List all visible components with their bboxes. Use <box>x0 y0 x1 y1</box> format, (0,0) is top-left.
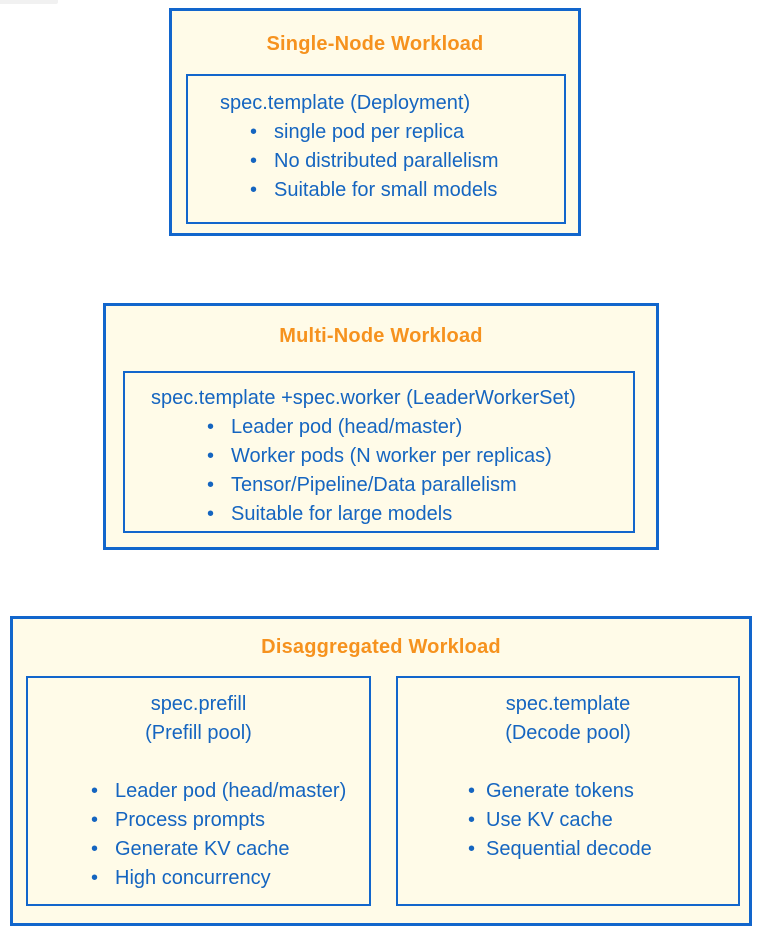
multi-node-bullet: Leader pod (head/master) <box>125 413 633 442</box>
multi-node-bullet: Worker pods (N worker per replicas) <box>125 442 633 471</box>
single-node-panel-title: Single-Node Workload <box>266 33 484 55</box>
decode-heading-line2: (Decode pool) <box>505 722 631 744</box>
multi-node-panel-title: Multi-Node Workload <box>279 325 483 347</box>
prefill-bullet: Generate KV cache <box>28 835 369 864</box>
disaggregated-panel-title: Disaggregated Workload <box>261 636 501 658</box>
prefill-pool-box: spec.prefill (Prefill pool) Leader pod (… <box>26 676 371 906</box>
multi-node-bullet: Tensor/Pipeline/Data parallelism <box>125 471 633 500</box>
prefill-heading-line1: spec.prefill <box>150 693 247 715</box>
decode-bullet: Sequential decode <box>398 835 738 864</box>
single-node-bullet: No distributed parallelism <box>188 147 564 176</box>
decode-pool-box: spec.template (Decode pool) Generate tok… <box>396 676 740 906</box>
single-node-spec-heading: spec.template (Deployment) <box>220 92 471 114</box>
single-node-bullet: Suitable for small models <box>188 176 564 205</box>
multi-node-spec-heading: spec.template +spec.worker (LeaderWorker… <box>151 387 576 409</box>
disaggregated-workload-panel: Disaggregated Workload spec.prefill (Pre… <box>10 616 752 926</box>
single-node-workload-panel: Single-Node Workload spec.template (Depl… <box>169 8 581 236</box>
single-node-spec-box: spec.template (Deployment) single pod pe… <box>186 74 566 224</box>
decode-bullet: Generate tokens <box>398 777 738 806</box>
multi-node-spec-box: spec.template +spec.worker (LeaderWorker… <box>123 371 635 533</box>
single-node-bullet: single pod per replica <box>188 118 564 147</box>
screenshot-corner-artifact <box>0 0 58 4</box>
decode-bullet: Use KV cache <box>398 806 738 835</box>
prefill-heading-line2: (Prefill pool) <box>145 722 252 744</box>
prefill-bullet: High concurrency <box>28 864 369 893</box>
prefill-bullet: Leader pod (head/master) <box>28 777 369 806</box>
multi-node-bullet: Suitable for large models <box>125 500 633 529</box>
multi-node-workload-panel: Multi-Node Workload spec.template +spec.… <box>103 303 659 550</box>
decode-heading-line1: spec.template <box>505 693 631 715</box>
prefill-bullet: Process prompts <box>28 806 369 835</box>
